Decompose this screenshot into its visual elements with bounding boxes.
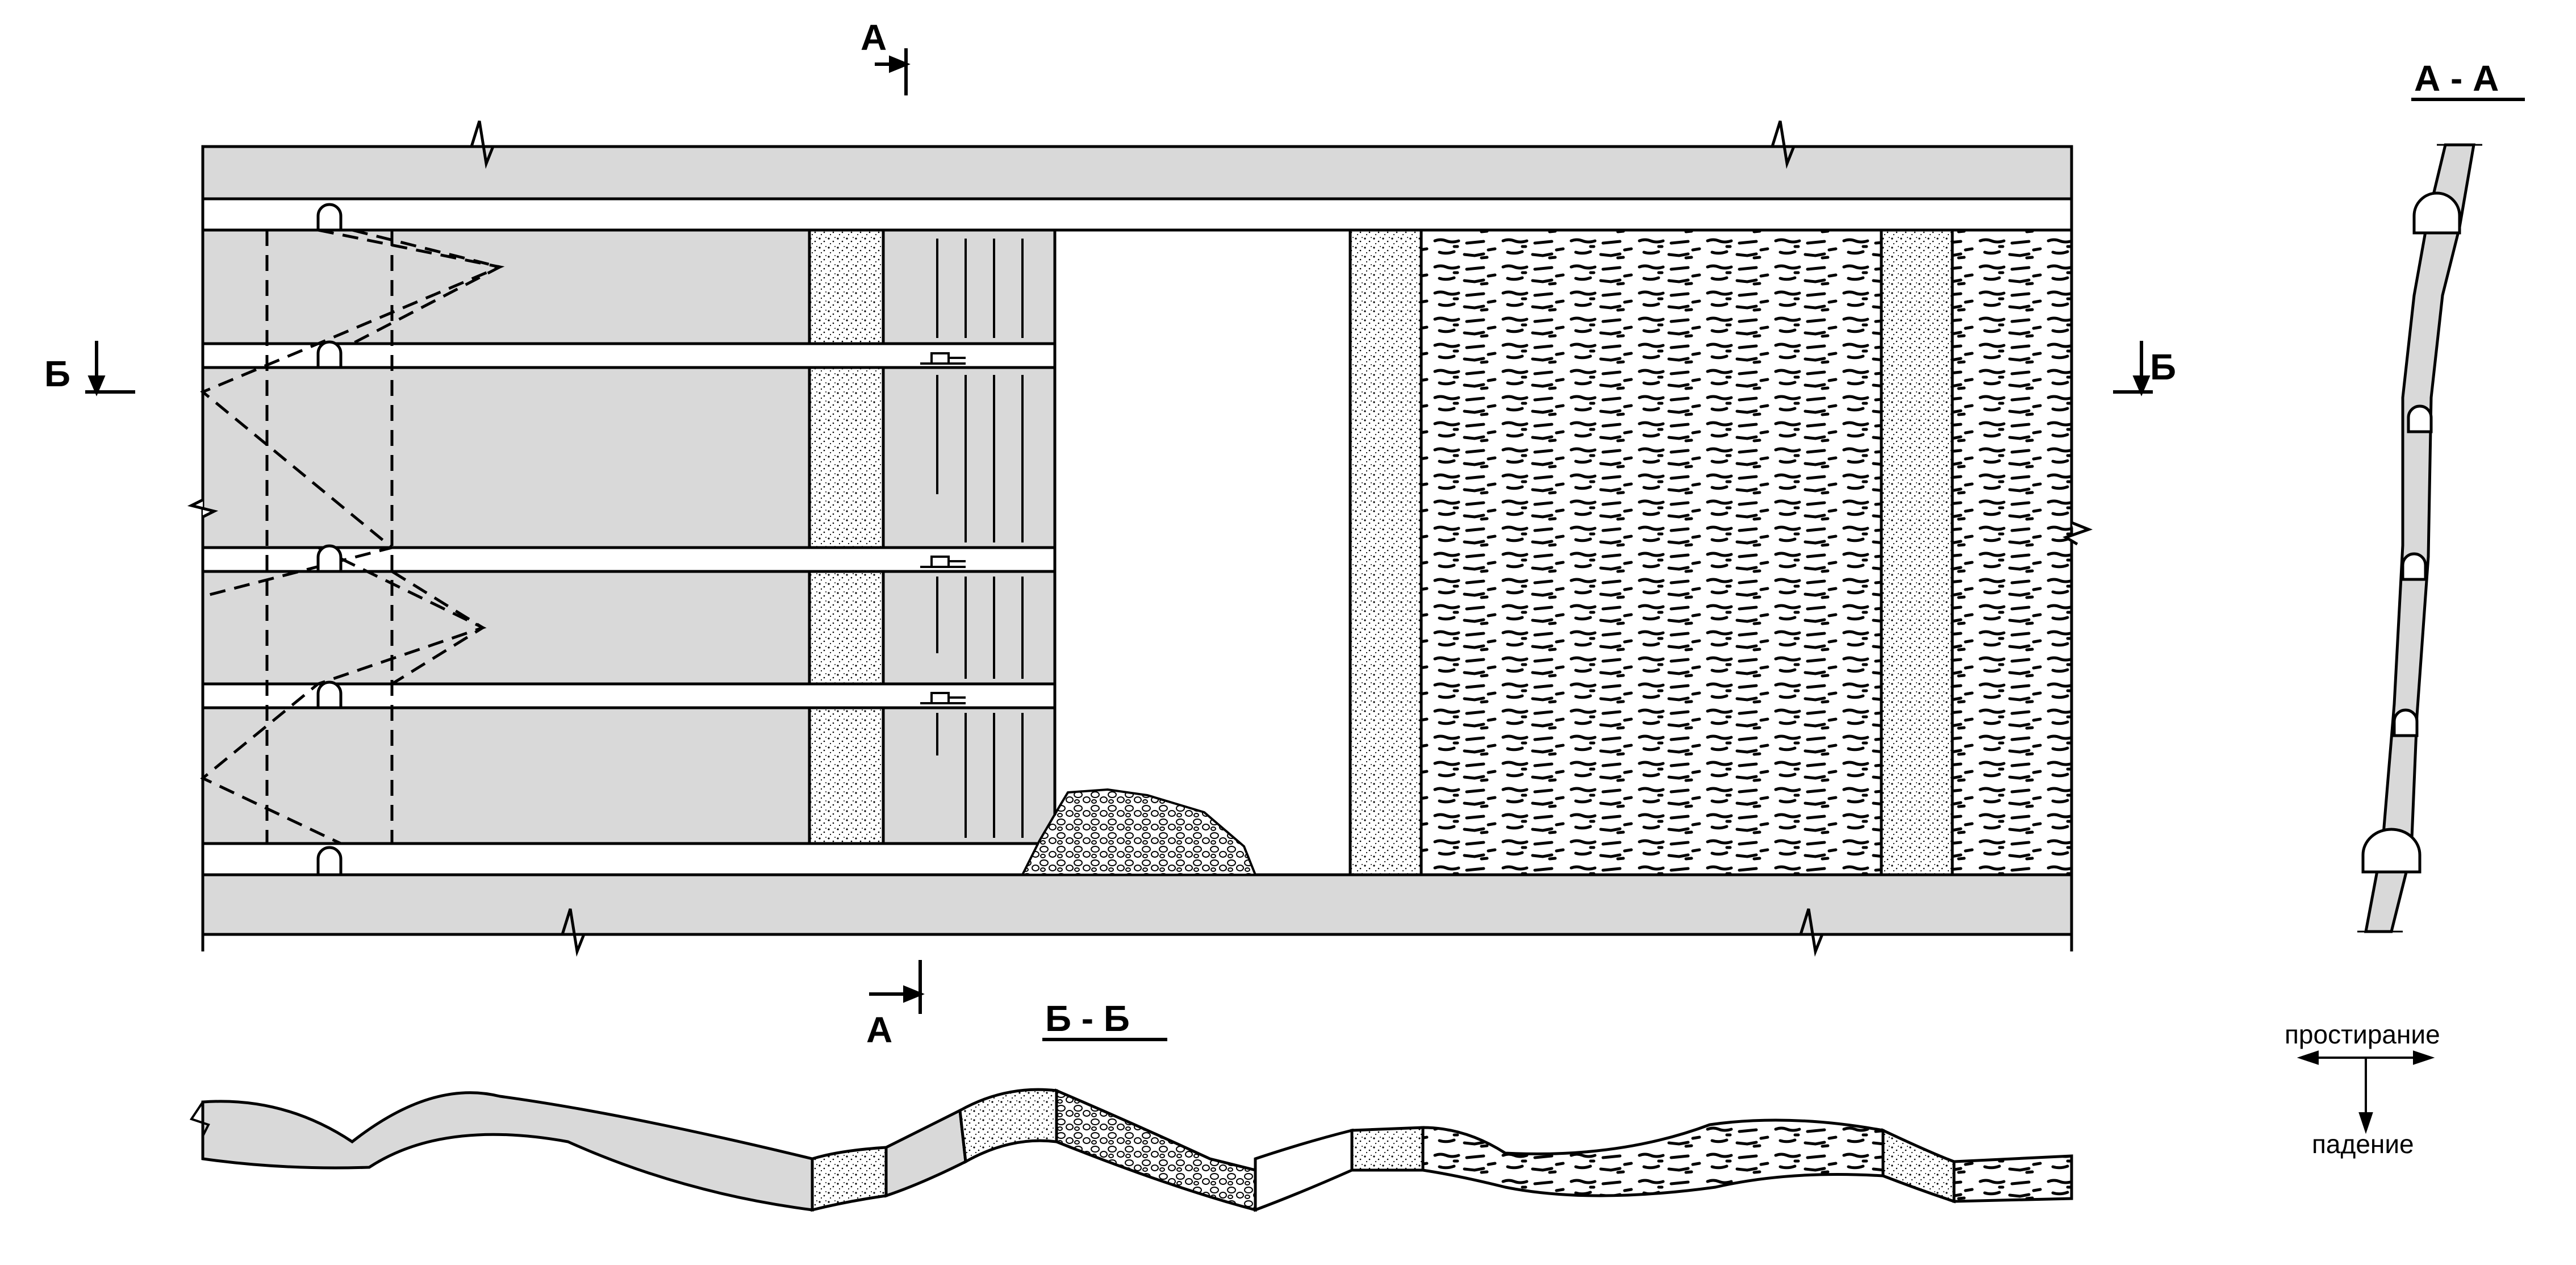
section-marker-a-top <box>875 48 911 95</box>
section-marker-b-left <box>85 341 135 396</box>
plan-segment-broken-ore-2 <box>1952 1154 2073 1203</box>
stope-slice-2 <box>201 366 1057 549</box>
strike-label: простирание <box>2285 1020 2440 1049</box>
vein-dip-profile <box>2364 143 2475 933</box>
longitudinal-section <box>187 120 2093 957</box>
section-b-right-label: Б <box>2150 346 2176 387</box>
stope-slice-3 <box>201 570 1057 686</box>
muck-pile <box>1020 788 1257 876</box>
dip-label: падение <box>2312 1129 2414 1159</box>
break-mark-right <box>2063 521 2093 546</box>
broken-ore-block <box>1419 228 1883 876</box>
stope-slice-1 <box>201 228 1057 345</box>
raise-head-aa-top <box>2412 191 2461 235</box>
plan-segment-dotted-2 <box>958 1088 1058 1164</box>
plan-segment-dotted-4 <box>1881 1128 1956 1204</box>
drill-rig-icon <box>920 352 966 365</box>
section-bb-profile <box>189 1088 2073 1212</box>
drill-rig-icon <box>920 556 966 568</box>
plan-segment-dotted-1 <box>811 1146 888 1212</box>
sublevel-3 <box>201 682 1057 709</box>
break-mark-bottom-1 <box>561 908 586 957</box>
bottom-rock-band <box>201 873 2073 936</box>
fill-pillar-4 <box>808 706 885 845</box>
section-bb-title: Б - Б <box>1045 998 1130 1039</box>
sublevel-aa-1 <box>2407 404 2433 433</box>
plan-segment-broken-ore <box>1421 1118 1885 1197</box>
stope-slice-4 <box>201 706 1057 845</box>
plan-segment-rubble <box>1055 1088 1257 1212</box>
fill-pillar-3 <box>808 570 885 686</box>
ore-passes-dashed <box>200 228 505 845</box>
plan-segment-dotted-3 <box>1350 1126 1425 1172</box>
break-mark-top-1 <box>470 120 495 169</box>
orientation-arrows <box>2297 1050 2435 1134</box>
section-aa-profile <box>2357 143 2482 933</box>
break-mark-bb-left <box>189 1101 210 1137</box>
section-marker-b-right <box>2113 341 2153 396</box>
plan-segment-gray <box>884 1108 967 1198</box>
drill-rig-icon <box>920 692 966 704</box>
drill-rigs <box>920 352 966 704</box>
sublevel-aa-3 <box>2393 708 2419 737</box>
section-b-left-label: Б <box>44 353 70 394</box>
section-a-top-label: А <box>861 17 887 58</box>
drift-top <box>201 197 2073 232</box>
rib-pillar-right <box>1880 228 1954 876</box>
fill-pillar-1 <box>808 228 885 345</box>
sublevel-aa-2 <box>2401 552 2427 581</box>
break-mark-top-2 <box>1771 120 1796 169</box>
break-mark-left <box>187 498 219 519</box>
fill-pillar-2 <box>808 366 885 549</box>
rib-pillar-left <box>1348 228 1423 876</box>
section-a-bottom-label: А <box>866 1009 892 1050</box>
raise-head-aa-bottom <box>2361 828 2421 874</box>
open-stope <box>1053 228 1352 876</box>
plan-segment-solid <box>201 1091 814 1212</box>
section-marker-a-bottom <box>869 960 925 1014</box>
break-mark-bottom-2 <box>1799 908 1824 957</box>
drill-holes <box>936 239 1024 838</box>
raise-openings <box>316 203 343 876</box>
broken-ore-block-right <box>1951 228 2073 876</box>
plan-segment-open <box>1254 1128 1354 1212</box>
section-aa-title: А - А <box>2414 58 2499 99</box>
